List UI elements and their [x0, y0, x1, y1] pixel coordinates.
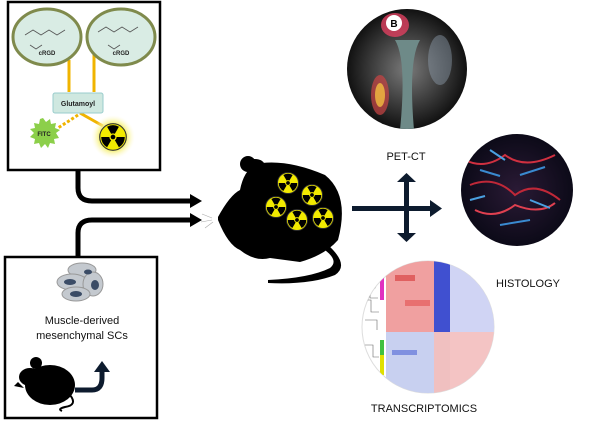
cells-icon [56, 262, 104, 302]
cell-label-line1: Muscle-derived [45, 315, 120, 327]
ligand-right-label: cRGD [113, 51, 130, 57]
pet-ct-label: PET-CT [386, 151, 425, 163]
pet-ct-image: B [347, 9, 467, 129]
cell-panel: Muscle-derived mesenchymal SCs [3, 255, 159, 420]
transcriptomics-label: TRANSCRIPTOMICS [371, 403, 477, 415]
donor-mouse-icon [14, 357, 75, 412]
histology-image [461, 134, 573, 246]
radiation-icon [312, 207, 334, 229]
derive-arrow [75, 372, 105, 393]
probe-panel: cRGD cRGD Glutamoyl FITC [6, 0, 162, 172]
output-arrows [352, 173, 442, 242]
histology-label: HISTOLOGY [496, 278, 561, 290]
cell-label-line2: mesenchymal SCs [36, 330, 128, 342]
input-arrows [75, 170, 192, 257]
transcriptomics-heatmap [361, 260, 495, 394]
cRGD-right-structure [85, 7, 157, 67]
cRGD-left-structure [11, 7, 83, 67]
linker-box [52, 92, 104, 114]
fitc-starburst [30, 118, 60, 148]
pet-marker-label: B [390, 19, 397, 30]
radiation-icon [99, 123, 127, 151]
linker-label: Glutamoyl [61, 101, 95, 108]
fitc-label: FITC [37, 132, 51, 138]
ligand-left-label: cRGD [39, 51, 56, 57]
